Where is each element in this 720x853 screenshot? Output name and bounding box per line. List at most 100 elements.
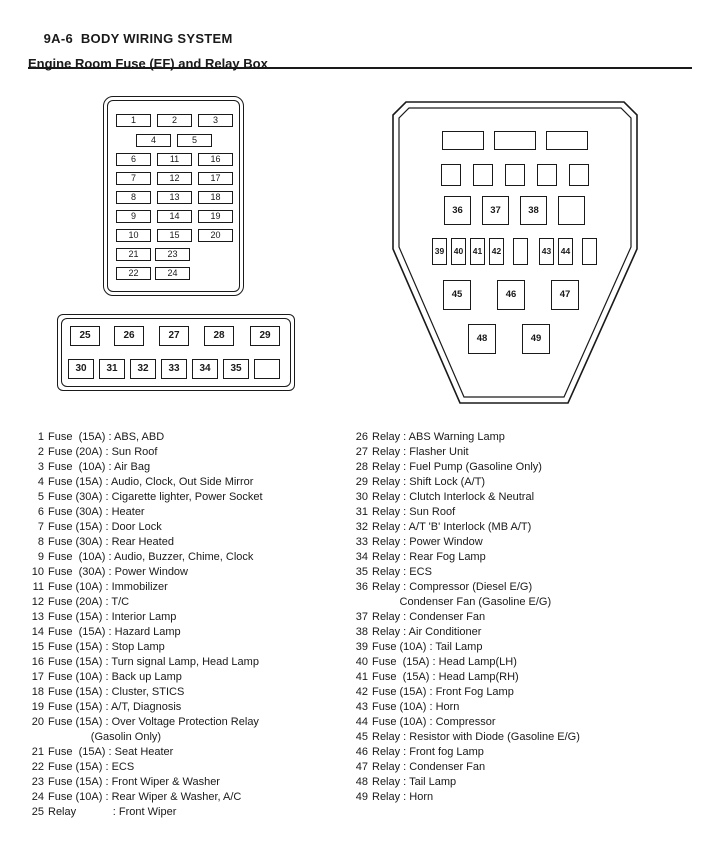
legend-entry-number: 37 [355,611,368,623]
legend-entry-text: Relay : Condenser Fan [372,761,486,773]
legend-right-entry-30: 30 Relay : Clutch Interlock & Neutral [350,490,694,505]
legend-entry-number: 18 [31,686,44,698]
blank-slot [513,238,528,265]
fuse-6: 6 [116,153,151,166]
legend-entry-number: 47 [355,761,368,773]
legend-entry-number: 3 [37,461,44,473]
legend-entry-text: (Gasolin Only) [48,731,162,743]
legend-left-entry-2: 2 Fuse (20A) : Sun Roof [26,445,348,460]
legend-entry-number: 29 [355,476,368,488]
legend-entry-number: 48 [355,776,368,788]
legend-entry-text: Fuse (20A) : Sun Roof [48,446,158,458]
legend-entry-text: Fuse (15A) : Head Lamp(RH) [372,671,519,683]
legend-entry-number: 26 [355,431,368,443]
legend-entry-number: 30 [355,491,368,503]
fuse-11: 11 [157,153,192,166]
legend-left-entry-10: 10 Fuse (30A) : Power Window [26,565,348,580]
legend-entry-number: 23 [31,776,44,788]
relay-46: 46 [497,280,525,310]
relay-41: 41 [470,238,485,265]
blank-slot [537,164,557,186]
legend-entry-text: Relay : Clutch Interlock & Neutral [372,491,535,503]
legend-left-entry-6: 6 Fuse (30A) : Heater [26,505,348,520]
relay-47: 47 [551,280,579,310]
legend-entry-text: Fuse (30A) : Heater [48,506,145,518]
blank-slot [569,164,589,186]
legend-left-continuation-line: (Gasolin Only) [26,730,348,745]
legend-entry-number: 2 [37,446,44,458]
legend-right-entry-48: 48 Relay : Tail Lamp [350,775,694,790]
fuse-1: 1 [116,114,151,127]
legend-entry-text: Relay : Resistor with Diode (Gasoline E/… [372,731,580,743]
fuse-19: 19 [198,210,233,223]
legend-entry-text: Fuse (20A) : T/C [48,596,130,608]
legend-entry-number [350,595,368,610]
legend-entry-text: Fuse (30A) : Rear Heated [48,536,174,548]
legend-entry-number: 5 [37,491,44,503]
slot-33: 33 [161,359,187,379]
legend-entry-number: 21 [31,746,44,758]
legend-entry-text: Relay : Air Conditioner [372,626,482,638]
legend-entry-text: Fuse (10A) : Compressor [372,716,496,728]
legend-left-entry-21: 21 Fuse (15A) : Seat Heater [26,745,348,760]
fuse-3: 3 [198,114,233,127]
relay-36: 36 [444,196,471,225]
legend-entry-text: Fuse (15A) : Head Lamp(LH) [372,656,517,668]
legend-entry-text: Fuse (10A) : Audio, Buzzer, Chime, Clock [48,551,254,563]
legend-entry-number: 13 [31,611,44,623]
fuse-box-inner-outline [107,100,240,292]
legend-entry-number: 7 [37,521,44,533]
legend-entry-text: Fuse (15A) : Front Fog Lamp [372,686,514,698]
legend-entry-number: 10 [31,566,44,578]
legend-entry-text: Fuse (15A) : ECS [48,761,135,773]
fuse-5: 5 [177,134,212,147]
fuse-12: 12 [157,172,192,185]
blank-slot [494,131,536,150]
legend-entry-number: 24 [31,791,44,803]
relay-40: 40 [451,238,466,265]
fuse-23: 23 [155,248,190,261]
fuse-24: 24 [155,267,190,280]
blank-slot [441,164,461,186]
slot-31: 31 [99,359,125,379]
legend-entry-number: 6 [37,506,44,518]
legend-entry-number: 15 [31,641,44,653]
legend-entry-text: Relay : Sun Roof [372,506,456,518]
legend-entry-text: Fuse (15A) : Seat Heater [48,746,174,758]
legend-entry-number: 38 [355,626,368,638]
legend-right-entry-38: 38 Relay : Air Conditioner [350,625,694,640]
legend-entry-number: 49 [355,791,368,803]
legend-entry-text: Fuse (10A) : Horn [372,701,460,713]
relay-box-inner-outline [398,107,632,398]
legend-entry-text: Fuse (15A) : Door Lock [48,521,162,533]
legend-entry-number: 32 [355,521,368,533]
fuse-13: 13 [157,191,192,204]
legend-entry-text: Fuse (30A) : Power Window [48,566,188,578]
blank-slot [254,359,280,379]
legend-entry-number: 33 [355,536,368,548]
legend-entry-number: 31 [355,506,368,518]
legend-entry-text: Relay : Rear Fog Lamp [372,551,486,563]
legend-entry-number: 19 [31,701,44,713]
legend-entry-text: Relay : ECS [372,566,432,578]
fuse-2: 2 [157,114,192,127]
legend-entry-text: Relay : Tail Lamp [372,776,457,788]
fuse-18: 18 [198,191,233,204]
legend-left-entry-7: 7 Fuse (15A) : Door Lock [26,520,348,535]
relay-44: 44 [558,238,573,265]
